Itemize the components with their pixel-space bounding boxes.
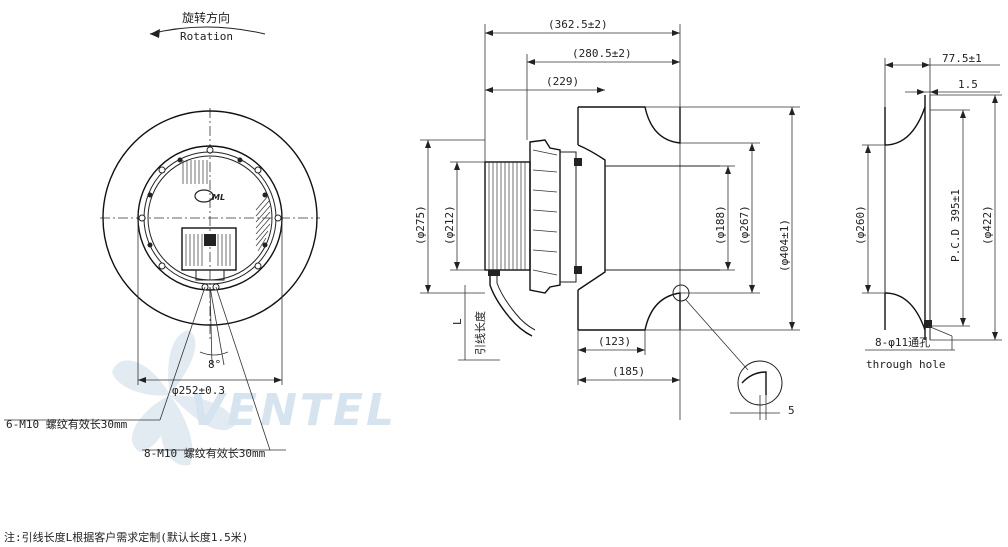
dim-280-label: (280.5±2) xyxy=(572,47,632,60)
detail-profile xyxy=(741,371,767,395)
stud xyxy=(262,192,268,198)
label-6m10: 6-M10 螺纹有效长30mm xyxy=(6,417,128,431)
impeller-outer-circle xyxy=(102,110,318,326)
dim-362-label: (362.5±2) xyxy=(548,18,608,31)
motor-label-stripes xyxy=(182,160,208,184)
angle-leader-b xyxy=(209,286,225,366)
stud xyxy=(147,242,153,248)
mounting-studs xyxy=(147,157,268,248)
stud xyxy=(147,192,153,198)
impeller-hub xyxy=(577,144,606,291)
dim-260-label: (φ260) xyxy=(854,205,867,245)
angle-leader-a xyxy=(209,286,213,366)
front-view: 旋转方向 Rotation xyxy=(4,10,320,460)
dim-404-label: (φ404±1) xyxy=(778,219,791,272)
angle-arc xyxy=(199,351,229,356)
terminal-box-fins xyxy=(185,234,231,266)
cable-clamp xyxy=(488,270,500,276)
footnote: 注:引线长度L根据客户需求定制(默认长度1.5米) xyxy=(4,530,248,544)
stud xyxy=(262,242,268,248)
bolt-hole xyxy=(138,214,146,222)
dim-77-label: 77.5±1 xyxy=(942,52,982,65)
fan-watermark-icon xyxy=(112,330,235,466)
mount-plate xyxy=(559,151,577,283)
ring-bottom-curve xyxy=(884,292,926,331)
motor-fins xyxy=(488,162,526,270)
ring-top-curve xyxy=(884,106,926,146)
holes-label-en: through hole xyxy=(866,358,945,371)
cable-outlet xyxy=(195,269,225,281)
svg-text:ML: ML xyxy=(212,193,225,202)
rotation-label-en: Rotation xyxy=(180,30,233,43)
watermark-logo: VENTEL xyxy=(112,330,397,466)
lead-cable xyxy=(489,270,533,337)
dim-arrows xyxy=(885,62,938,95)
stud xyxy=(237,157,243,163)
impeller-top-lip xyxy=(578,106,681,144)
dim-5-label: 5 xyxy=(788,404,795,417)
angle-label: 8° xyxy=(208,358,221,371)
bolt-holes xyxy=(138,146,282,291)
lead-L-label: L xyxy=(451,318,464,325)
dim-188-label: (φ188) xyxy=(714,205,727,245)
holes-label: 8-φ11通孔 xyxy=(875,336,930,349)
motor-flange xyxy=(529,139,561,294)
dim-422-label: (φ422) xyxy=(981,205,994,245)
dim-arrows xyxy=(485,30,680,93)
bolt-hole xyxy=(274,214,282,222)
label-8m10: 8-M10 螺纹有效长30mm xyxy=(144,446,266,460)
dim-185-label: (185) xyxy=(612,365,645,378)
bolt-hole xyxy=(254,262,262,270)
dim-1-5-label: 1.5 xyxy=(958,78,978,91)
impeller-bottom-lip xyxy=(578,292,681,331)
pcd-label: P.C.D 395±1 xyxy=(949,189,962,262)
ring-view: 77.5±1 1.5 (φ260) P.C.D 395±1 (φ422) 8-φ… xyxy=(854,52,1002,371)
watermark-text: VENTEL xyxy=(190,385,397,436)
dim-267-label: (φ267) xyxy=(738,205,751,245)
bolt-hole xyxy=(206,146,214,154)
side-view: (362.5±2) (280.5±2) (229) xyxy=(414,18,800,420)
bolt-hole xyxy=(158,262,166,270)
holes-leader xyxy=(927,325,953,337)
nut-top xyxy=(574,158,582,166)
detail-leader xyxy=(685,299,749,371)
leader-6m10 xyxy=(159,286,206,421)
flange-ribs xyxy=(532,149,558,276)
rotation-arrow-head-icon xyxy=(150,29,160,38)
cable-gland xyxy=(204,234,216,246)
lead-length-label: 引线长度 xyxy=(473,311,487,355)
bolt-hole xyxy=(254,166,262,174)
brand-logo-icon: ML xyxy=(194,189,225,203)
leader-8m10 xyxy=(215,286,271,451)
rotation-label-cn: 旋转方向 xyxy=(182,10,230,25)
rotation-arrow xyxy=(149,26,266,35)
nut-bottom xyxy=(574,266,582,274)
ring-hole-mark xyxy=(924,320,932,328)
bolt-hole xyxy=(158,166,166,174)
motor-body xyxy=(484,161,531,271)
bolt-circle-label: φ252±0.3 xyxy=(172,384,225,397)
detail-mark-circle xyxy=(672,284,690,302)
dim-123-label: (123) xyxy=(598,335,631,348)
motor-cooling-fins xyxy=(255,195,271,252)
lead-cable-inner xyxy=(496,270,536,331)
dim-275-label: (φ275) xyxy=(414,205,427,245)
dim-229-label: (229) xyxy=(546,75,579,88)
dim-212-label: (φ212) xyxy=(443,205,456,245)
stud xyxy=(177,157,183,163)
